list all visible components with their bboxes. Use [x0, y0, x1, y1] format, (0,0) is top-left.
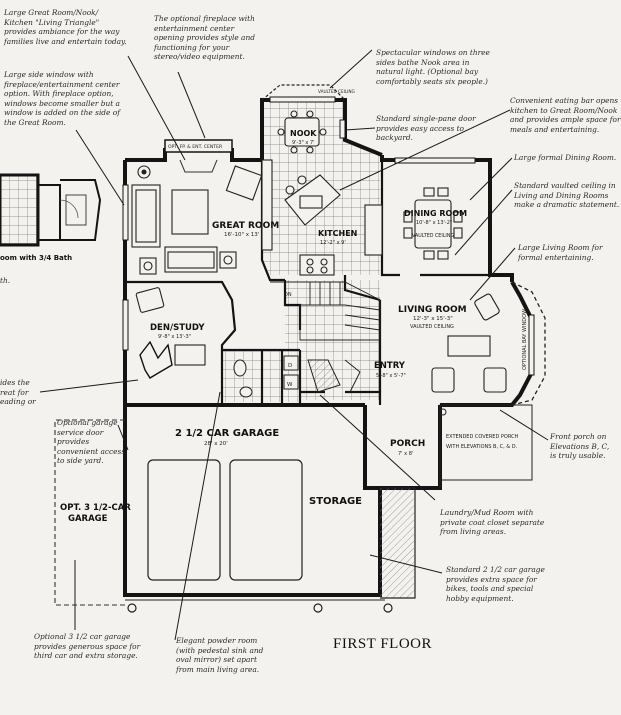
entry-dims: 5'-8" x 5'-7": [376, 373, 406, 379]
garage-dims: 28' x 20': [204, 441, 228, 447]
den-study-dims: 9'-8" x 13'-3": [158, 334, 191, 340]
nook-label: NOOK: [290, 129, 317, 138]
interior-walls: [125, 160, 490, 405]
covered-porch: [439, 404, 533, 481]
dining-table: [403, 187, 463, 260]
dryer-label: D: [288, 363, 292, 369]
optional-garage-outline: [54, 419, 125, 606]
stair-down-label: DN: [284, 292, 292, 298]
porch-note-line2: WITH ELEVATIONS B, C, & D.: [446, 444, 518, 450]
kitchen-nook-fixtures: [261, 110, 383, 276]
bath-laundry-fixtures: [233, 355, 361, 398]
bay-window-label: OPTIONAL BAY WINDOW: [522, 309, 528, 370]
annotation-powder-room: Elegant powder room(with pedestal sink a…: [176, 636, 264, 674]
den-furniture: [135, 287, 206, 379]
porch-note-line1: EXTENDED COVERED PORCH: [446, 434, 519, 440]
annotation-bath-partial: th.: [0, 276, 11, 285]
optional-bay-window: [511, 281, 546, 406]
kitchen-dims: 12'-2" x 9': [320, 240, 346, 246]
washer-label: W: [287, 382, 293, 388]
nook-bay-outline: [261, 84, 346, 101]
kitchen-label: KITCHEN: [318, 229, 357, 238]
annotation-dining-room: Large formal Dining Room.: [514, 153, 617, 162]
annotation-living-triangle: Large Great Room/Nook/Kitchen "Living Tr…: [4, 8, 127, 46]
entry-label: ENTRY: [374, 361, 406, 371]
dining-vaulted-label: VAULTED CEILING: [412, 233, 454, 239]
porch-dims: 7' x 8': [398, 451, 413, 457]
opt-garage-label-line1: OPT. 3 1/2-CAR: [60, 503, 131, 513]
storage-label: STORAGE: [309, 496, 362, 507]
fireplace-label: OPT. FP. & ENT. CENTER: [168, 144, 223, 150]
dining-room-dims: 10'-8" x 13'-2": [416, 220, 452, 226]
room-labels: GREAT ROOM 16'-10" x 13' NOOK 9'-3" x 7'…: [0, 89, 528, 524]
living-vaulted-label: VAULTED CEILING: [410, 324, 454, 330]
den-study-label: DEN/STUDY: [150, 323, 205, 333]
nook-dims: 9'-3" x 7': [292, 140, 315, 146]
great-room-dims: 16'-10" x 13': [224, 232, 259, 238]
nook-window-label: VAULTED CEILING: [318, 89, 355, 94]
porch-column: [439, 408, 447, 416]
living-room-dims: 12'-3" x 15'-3": [413, 316, 453, 322]
leader-lines: [39, 49, 549, 641]
garage-details: [125, 459, 416, 613]
side-partial-plan: [0, 173, 102, 247]
dining-room-label: DINING ROOM: [404, 209, 467, 218]
windows: [122, 96, 535, 376]
living-room-furniture: [431, 293, 507, 393]
living-room-label: LIVING ROOM: [398, 305, 467, 315]
garage-label: 2 1/2 CAR GARAGE: [175, 428, 279, 439]
opt-garage-label-line2: GARAGE: [68, 514, 108, 524]
great-room-furniture: [131, 165, 263, 275]
fireplace: [164, 139, 233, 173]
porch-label: PORCH: [390, 439, 425, 449]
side-room-label: oom with 3/4 Bath: [0, 254, 72, 262]
plan-title: FIRST FLOOR: [333, 636, 433, 652]
great-room-label: GREAT ROOM: [212, 221, 279, 231]
staircase: [270, 281, 381, 341]
